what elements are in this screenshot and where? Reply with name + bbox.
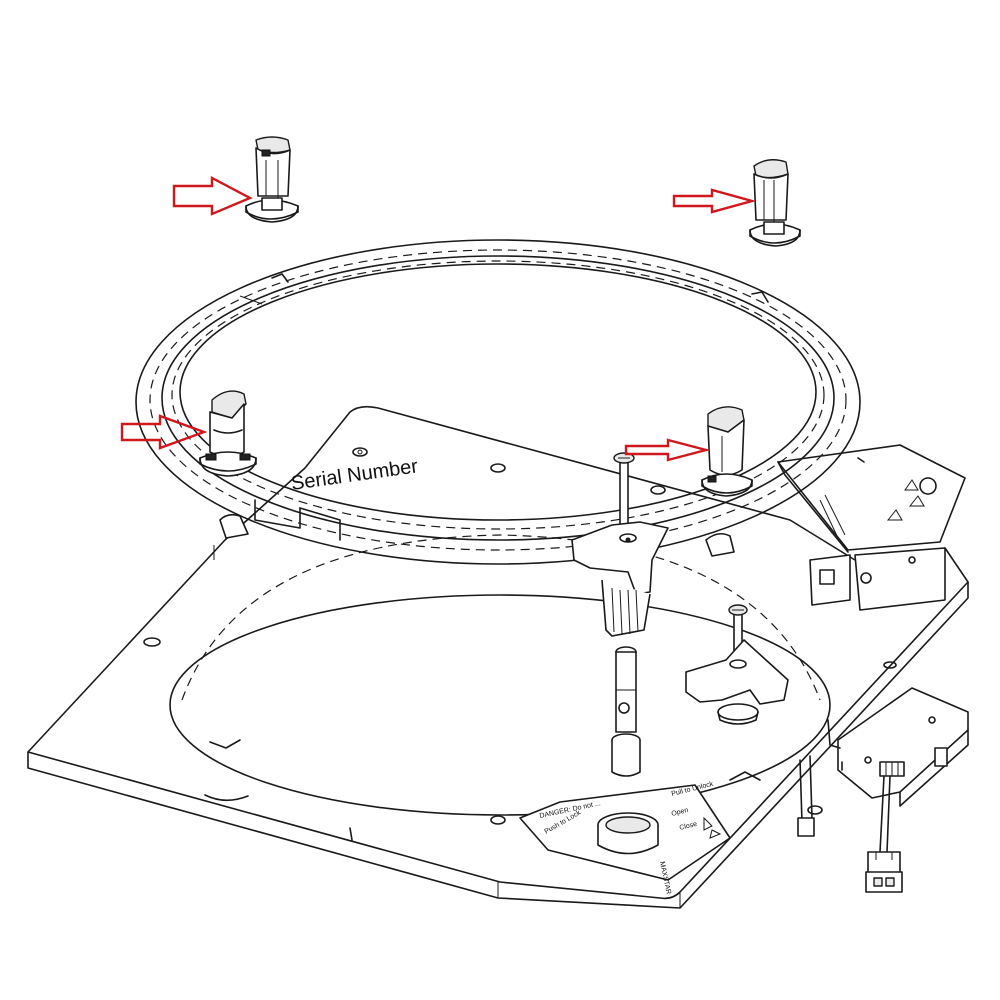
clip-top-left bbox=[245, 136, 299, 223]
arrow-right-icon bbox=[172, 176, 253, 216]
lock-lever bbox=[571, 452, 669, 777]
locking-ring bbox=[135, 239, 865, 565]
arrow-right-icon bbox=[120, 414, 208, 450]
lower-pcb bbox=[797, 687, 969, 893]
clip-on-ring-left bbox=[199, 390, 257, 477]
clip-top-right bbox=[749, 159, 801, 247]
spare-knob bbox=[685, 604, 789, 725]
arrow-right-icon bbox=[624, 438, 711, 462]
clip-on-ring-right bbox=[701, 406, 753, 497]
open-text: Open bbox=[671, 807, 689, 818]
close-text: Close bbox=[679, 821, 698, 832]
arrow-right-icon bbox=[672, 188, 757, 214]
